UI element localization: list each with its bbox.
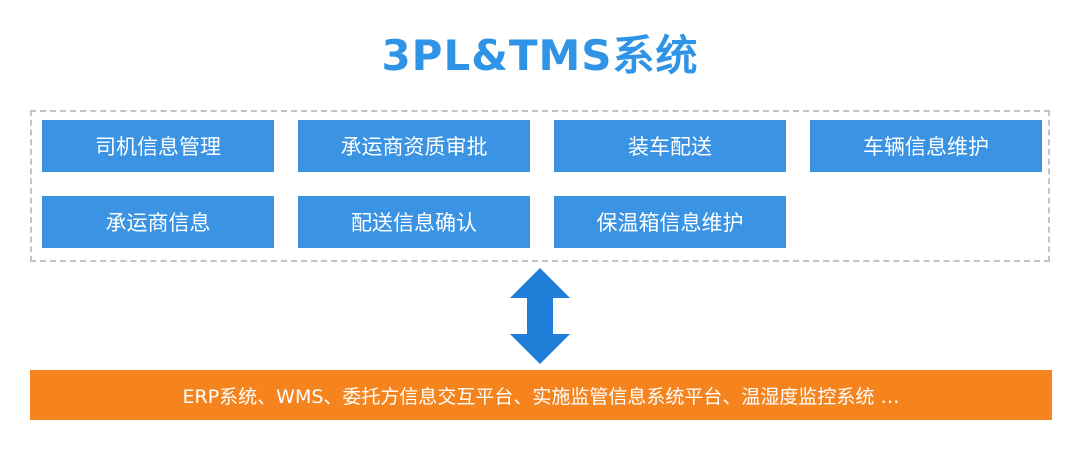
bidirectional-arrow-icon [510, 268, 570, 364]
module-insulated-box-info-maintenance: 保温箱信息维护 [554, 196, 786, 248]
integration-systems-bar: ERP系统、WMS、委托方信息交互平台、实施监管信息系统平台、温湿度监控系统 … [30, 370, 1052, 420]
diagram-title: 3PL&TMS系统 [381, 31, 699, 80]
module-delivery-info-confirmation: 配送信息确认 [298, 196, 530, 248]
module-vehicle-info-maintenance: 车辆信息维护 [810, 120, 1042, 172]
module-grid: 司机信息管理 承运商资质审批 装车配送 车辆信息维护 承运商信息 配送信息确认 … [42, 120, 1042, 248]
module-loading-delivery: 装车配送 [554, 120, 786, 172]
module-carrier-qualification-approval: 承运商资质审批 [298, 120, 530, 172]
modules-dashed-frame [30, 110, 1050, 262]
module-carrier-info: 承运商信息 [42, 196, 274, 248]
module-driver-info-management: 司机信息管理 [42, 120, 274, 172]
